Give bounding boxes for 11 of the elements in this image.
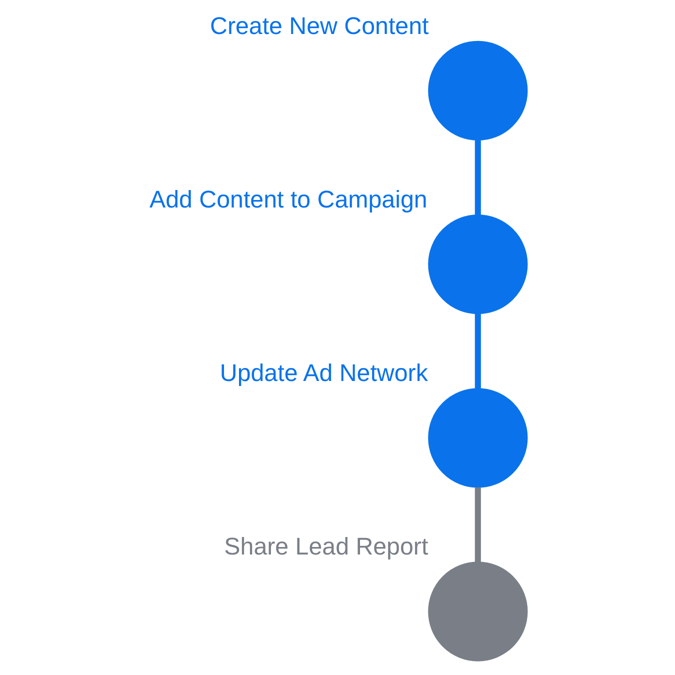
node-circle: [428, 214, 528, 314]
node-circle: [428, 40, 528, 140]
node-label: Add Content to Campaign: [150, 186, 428, 214]
connector: [474, 140, 481, 216]
node-label: Share Lead Report: [224, 534, 428, 561]
node-label: Create New Content: [210, 12, 429, 40]
node-label: Update Ad Network: [220, 360, 428, 387]
connector: [474, 487, 481, 562]
connector: [474, 314, 481, 389]
node-circle: [428, 562, 528, 662]
node-circle: [428, 388, 528, 488]
